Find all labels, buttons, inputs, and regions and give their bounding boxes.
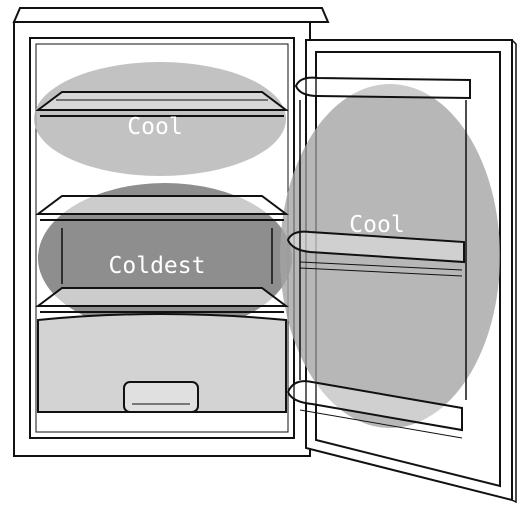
crisper-drawer-handle xyxy=(124,382,198,412)
crisper-drawer xyxy=(38,314,286,412)
zone-top-shelf-label: Cool xyxy=(127,114,182,140)
zone-door-label: Cool xyxy=(349,212,404,238)
zone-middle-shelf-label: Coldest xyxy=(109,253,206,279)
cabinet-top-lid xyxy=(14,8,328,22)
door-top-bin xyxy=(296,78,470,98)
